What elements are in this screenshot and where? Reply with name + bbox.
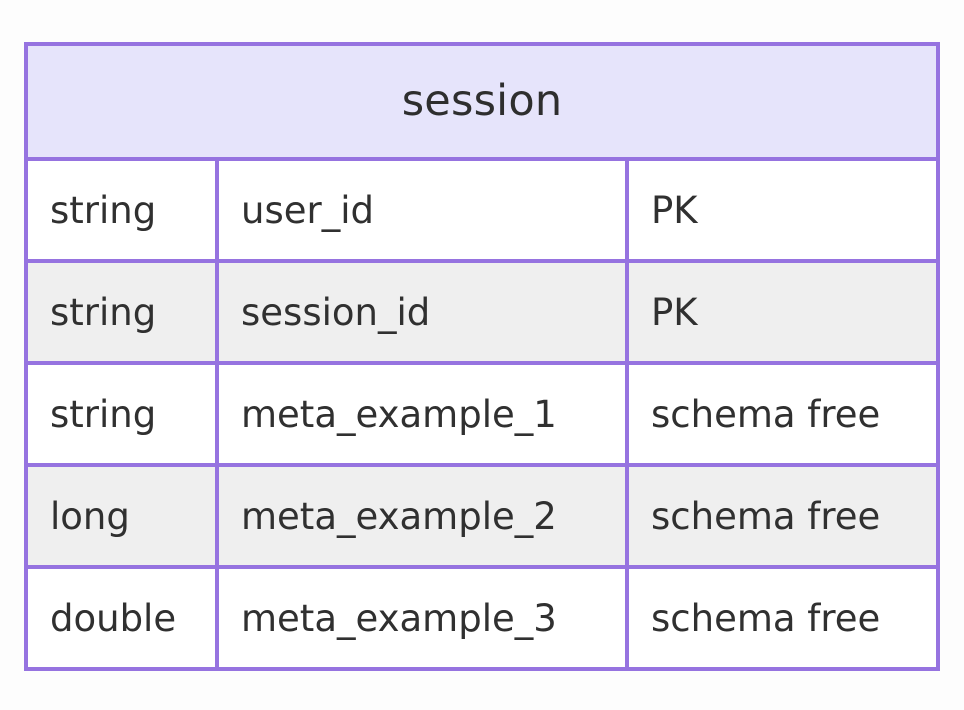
table-row: double meta_example_3 schema free [26,565,938,669]
attribute-key-cell: schema free [627,463,938,567]
table-row: string meta_example_1 schema free [26,361,938,465]
attribute-type-cell: string [26,361,219,465]
attribute-name-cell: session_id [217,259,629,363]
table-row: string session_id PK [26,259,938,363]
attribute-type-cell: string [26,159,219,261]
attribute-name-cell: meta_example_3 [217,565,629,669]
attribute-key-cell: PK [627,159,938,261]
attribute-type-cell: long [26,463,219,567]
entity-table-session: session string user_id PK string session… [24,42,940,671]
attribute-key-cell: PK [627,259,938,363]
attribute-key-cell: schema free [627,565,938,669]
table-row: string user_id PK [26,159,938,261]
attribute-type-cell: double [26,565,219,669]
table-row: long meta_example_2 schema free [26,463,938,567]
attribute-name-cell: user_id [217,159,629,261]
entity-table-header: session [26,44,938,161]
entity-title: session [401,76,563,126]
attribute-key-cell: schema free [627,361,938,465]
entity-table-body: string user_id PK string session_id PK s… [26,159,938,669]
attribute-name-cell: meta_example_1 [217,361,629,465]
entity-title-cell: session [26,44,938,161]
attribute-type-cell: string [26,259,219,363]
attribute-name-cell: meta_example_2 [217,463,629,567]
